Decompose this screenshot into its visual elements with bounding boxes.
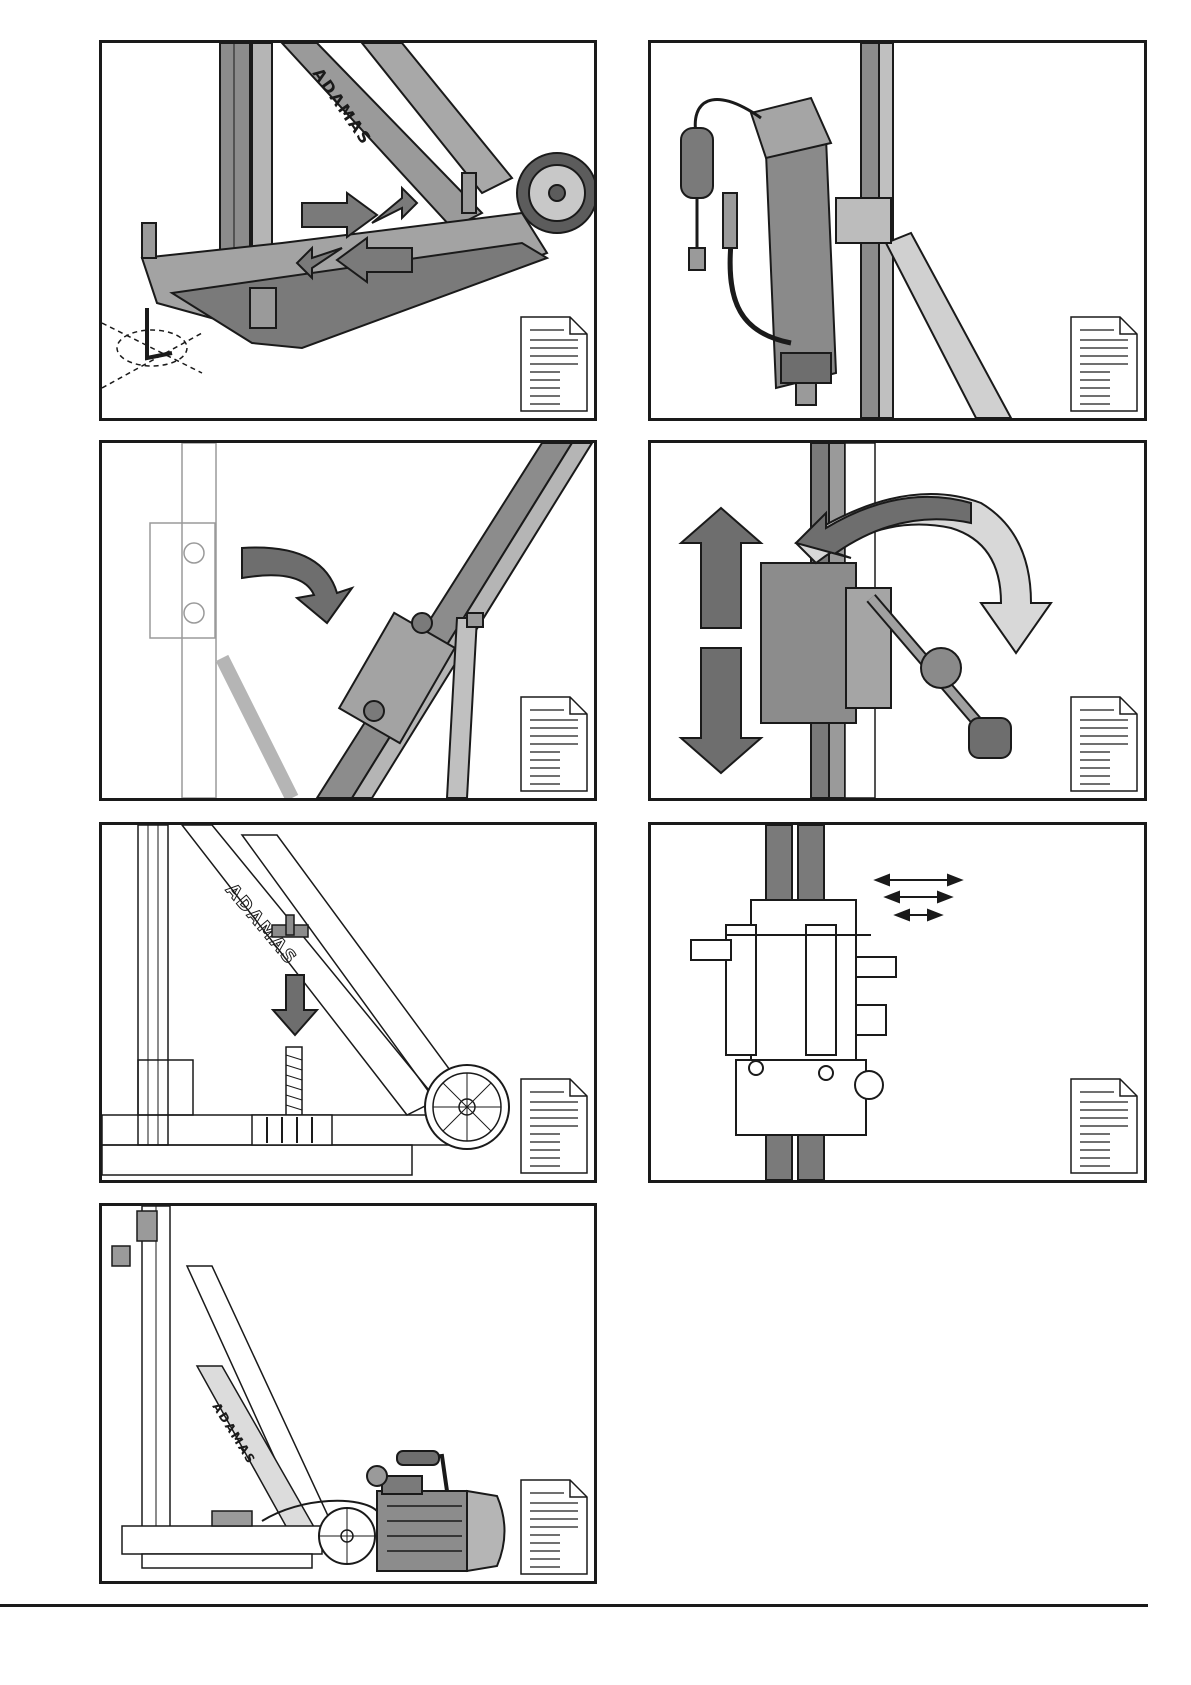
figure-panel-vacuum-pump-setup: ADAMAS: [99, 1203, 597, 1584]
figure-panel-carriage-lever: [648, 440, 1147, 801]
double-arrow-icon: [876, 875, 961, 920]
figure-panel-motor-mounting: [648, 40, 1147, 421]
manual-page-icon: [520, 1479, 588, 1575]
manual-page-icon: [520, 1078, 588, 1174]
manual-page-icon: [520, 316, 588, 412]
figure-panel-base-adjustment: ADAMAS: [99, 40, 597, 421]
manual-page-icon: [1070, 1078, 1138, 1174]
manual-page-icon: [1070, 316, 1138, 412]
manual-page-icon: [1070, 696, 1138, 792]
figure-panel-column-tilt: [99, 440, 597, 801]
manual-page-icon: [520, 696, 588, 792]
figure-panel-carriage-play-adjust: [648, 822, 1147, 1183]
footer-rule: [0, 1604, 1148, 1607]
figure-panel-threaded-rod-insert: ADAMAS: [99, 822, 597, 1183]
